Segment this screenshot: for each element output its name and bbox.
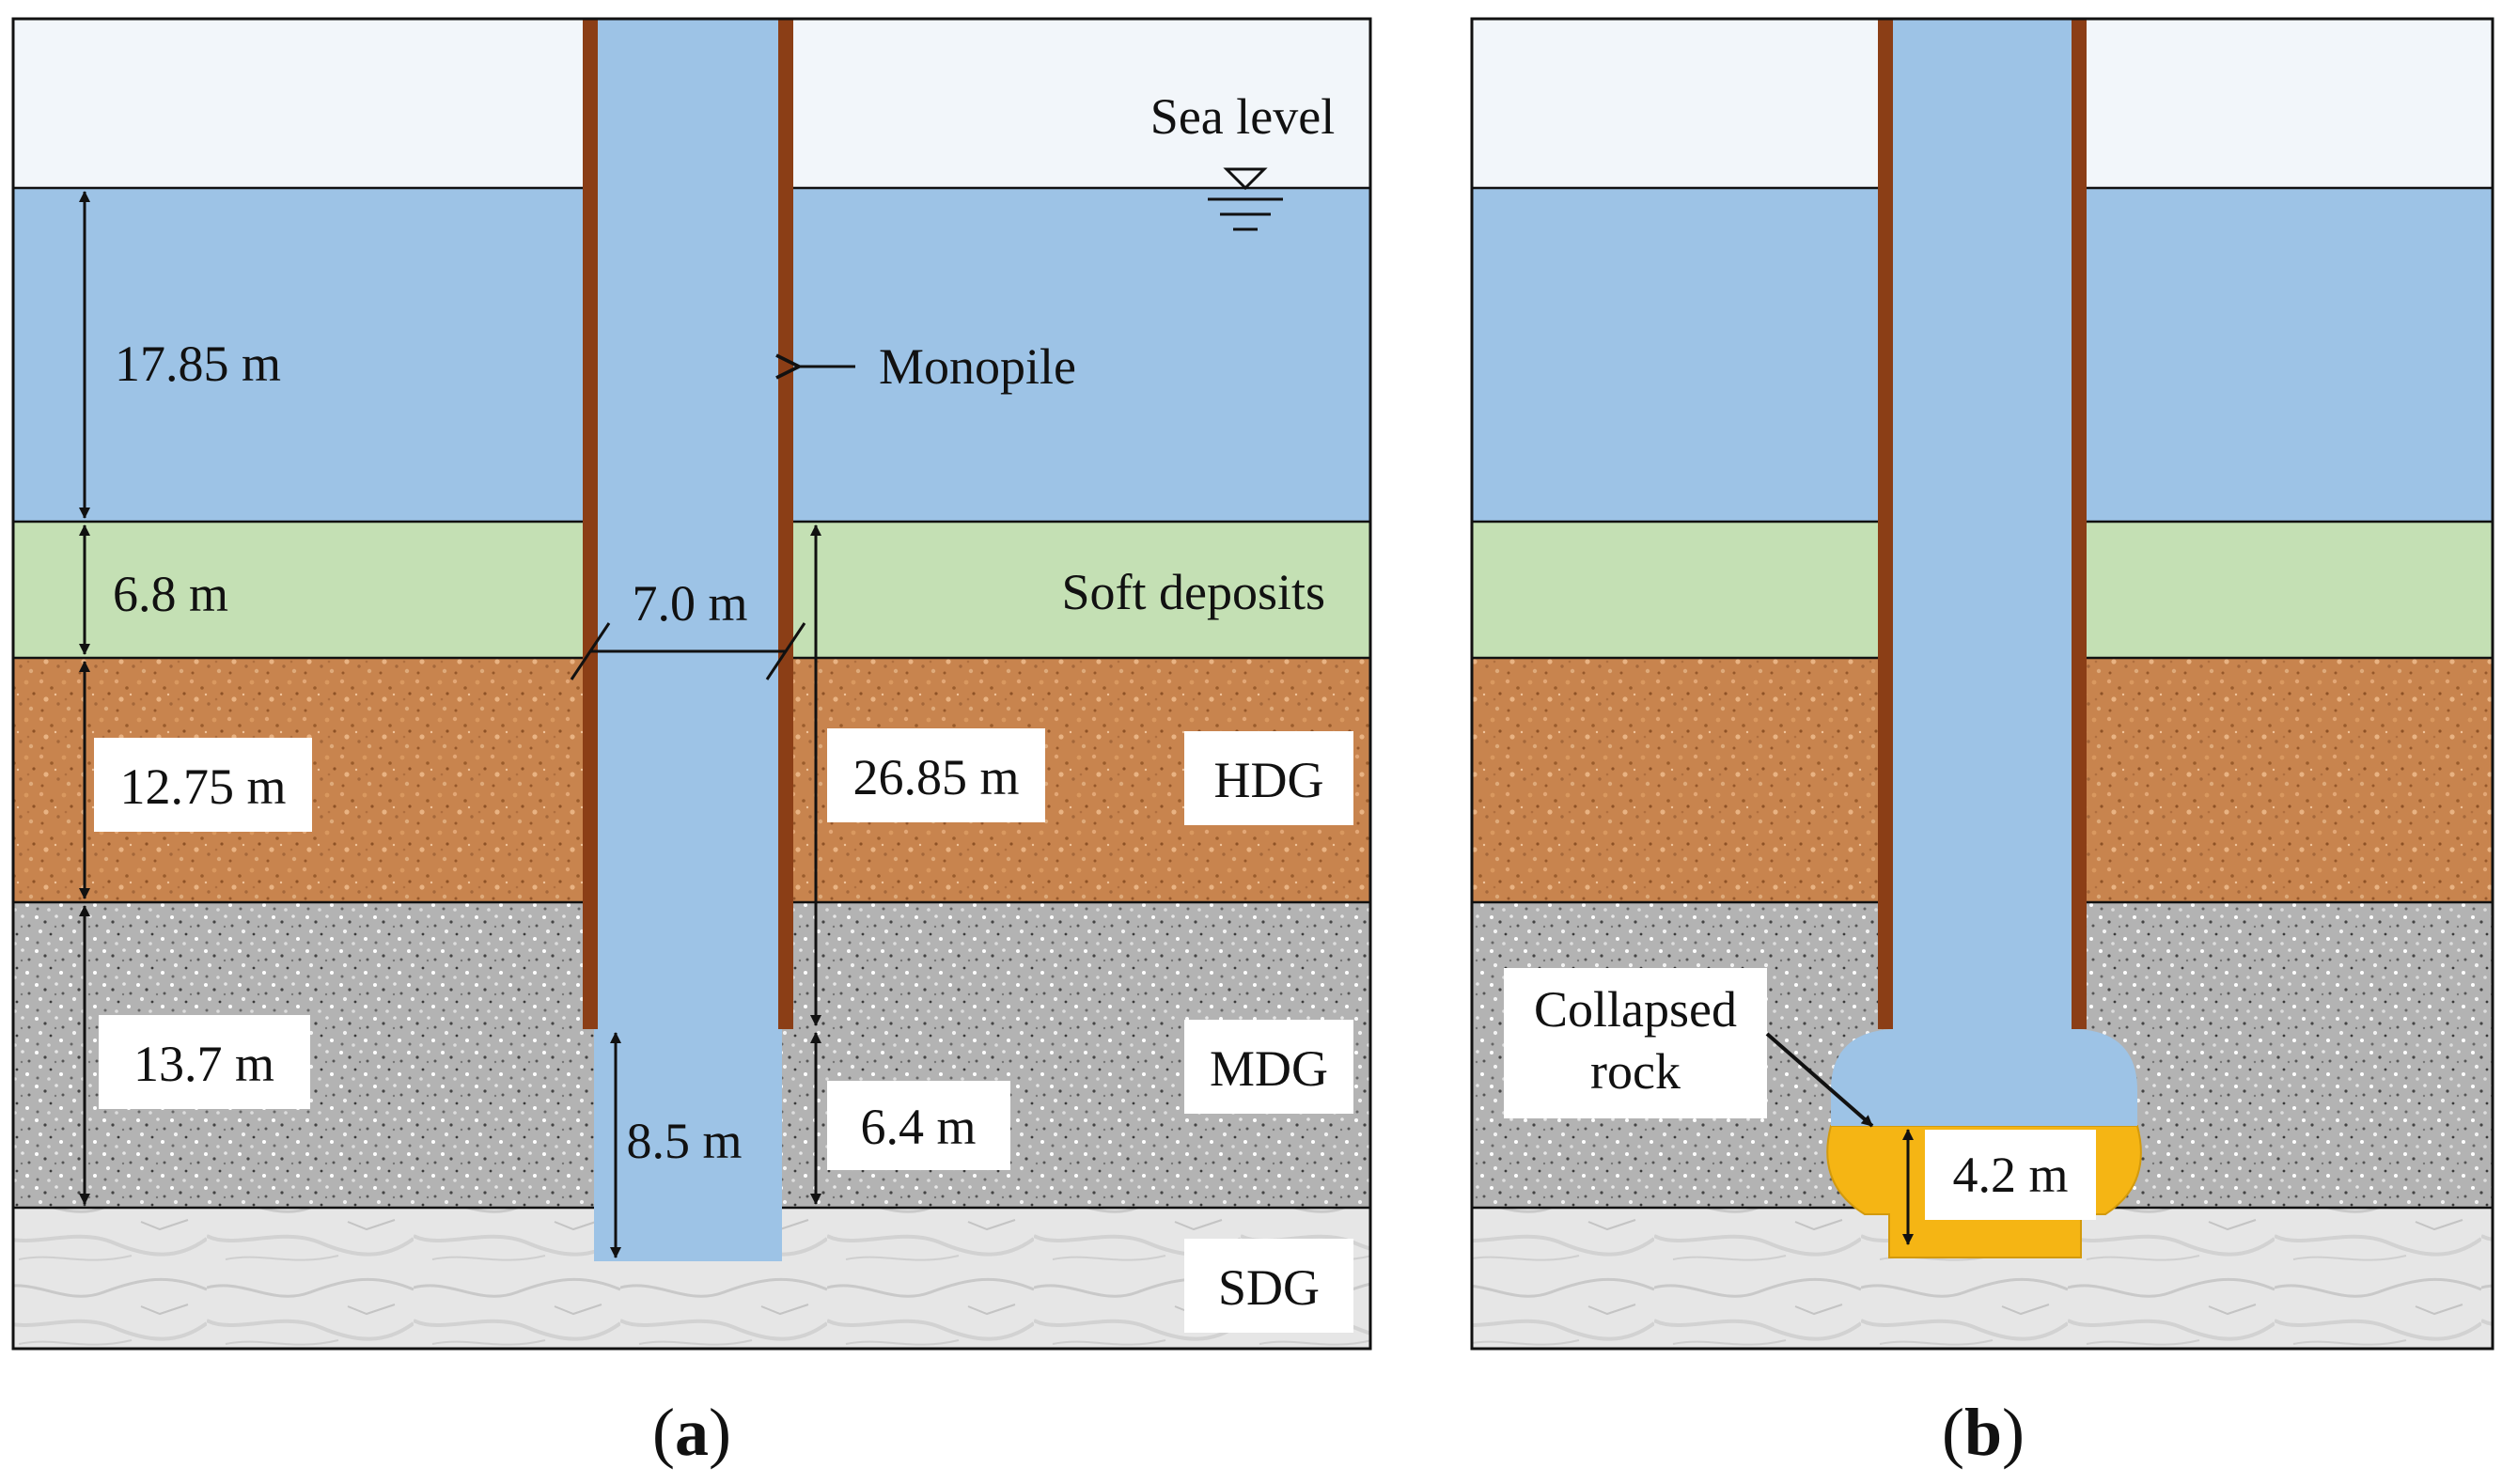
sea-level-symbol [1208, 167, 1283, 231]
monopile-left-wall-b [1878, 19, 1893, 1029]
panel-a-border [11, 17, 1372, 1351]
collapsed-rock-label-line1: Collapsed [1534, 981, 1737, 1038]
pile-diameter-label: 7.0 m [632, 575, 747, 632]
hdg-thickness-label: 12.75 m [119, 758, 286, 815]
pile-diameter-dimension [570, 622, 806, 680]
collapsed-rock-label-box [1504, 968, 1767, 1118]
monopile-interior [594, 19, 782, 1261]
mdg-label-box [1184, 1020, 1353, 1114]
sea-level-label: Sea level [1150, 88, 1335, 145]
monopile-right-wall-b [2072, 19, 2087, 1029]
panel-b-border [1470, 17, 2494, 1351]
monopile-right-wall [778, 19, 793, 1029]
collapsed-rock-label-line2: rock [1590, 1043, 1681, 1100]
collapsed-rock-pointer-arrow [1765, 1032, 1874, 1128]
mdg-thickness-box [99, 1015, 310, 1109]
panel-a-caption: (a) [652, 1395, 731, 1470]
pile-embedment-label: 26.85 m [852, 749, 1019, 805]
panel-b: Collapsed rock 4.2 m [1470, 17, 2494, 1351]
pile-tip-to-sdg-box [827, 1081, 1010, 1170]
hdg-thickness-box [94, 738, 312, 832]
hdg-label: HDG [1214, 752, 1324, 808]
collapsed-rock-thickness-box [1925, 1130, 2096, 1220]
panel-a: Sea level Monopile 17.85 m 6.8 m 12.75 m… [11, 17, 1372, 1351]
sdg-label-box [1184, 1239, 1353, 1333]
mdg-label: MDG [1210, 1040, 1328, 1097]
monopile-label: Monopile [879, 338, 1076, 395]
soft-deposits-label: Soft deposits [1061, 564, 1325, 620]
monopile-left-wall [583, 19, 598, 1029]
pile-tip-to-sdg-label: 6.4 m [860, 1099, 976, 1155]
pile-embedment-box [827, 728, 1045, 822]
cavity-bulb [1831, 1029, 2137, 1126]
mdg-thickness-label: 13.7 m [133, 1036, 274, 1092]
water-depth-label: 17.85 m [115, 336, 281, 392]
soft-deposits-thickness-label: 6.8 m [113, 566, 228, 622]
panel-b-caption: (b) [1942, 1395, 2025, 1470]
sdg-label: SDG [1218, 1259, 1320, 1316]
hdg-label-box [1184, 731, 1353, 825]
socket-depth-label: 8.5 m [626, 1113, 742, 1169]
collapsed-rock-thickness-label: 4.2 m [1952, 1147, 2068, 1203]
monopile-interior-b [1890, 19, 2080, 1034]
